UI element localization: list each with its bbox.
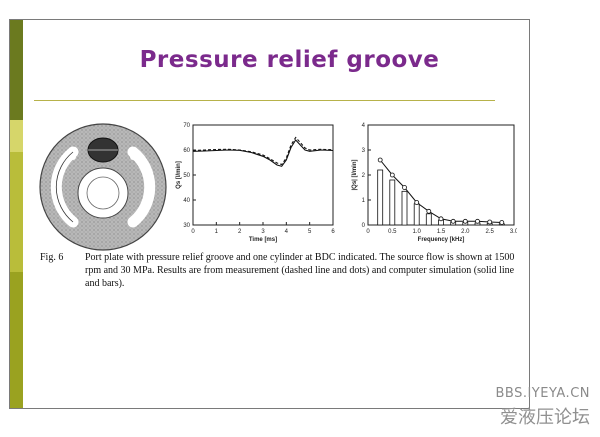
measured-spectrum-point	[438, 216, 444, 222]
simulated-series-line	[192, 139, 334, 167]
measured-spectrum-point	[499, 220, 505, 225]
y-tick-label: 1	[362, 198, 366, 204]
spectrum-bar	[413, 203, 420, 226]
y-tick-label: 40	[183, 198, 190, 204]
left-port-outline	[55, 151, 74, 223]
side-bar-segment	[10, 20, 23, 120]
y-tick-label: 2	[362, 173, 366, 179]
time-chart-frame	[192, 124, 334, 226]
x-tick-label: 6	[331, 229, 335, 235]
x-tick-label: 3.0	[510, 229, 517, 235]
x-tick-label: 4	[285, 229, 289, 235]
relief-groove-left	[70, 154, 76, 160]
spectrum-bar	[389, 179, 396, 226]
watermark: BBS.IYEYA.CN 爱液压论坛	[495, 386, 590, 429]
x-axis-label: Time [ms]	[249, 237, 277, 243]
measured-spectrum-point	[377, 157, 383, 163]
y-tick-label: 30	[183, 223, 190, 229]
figure-caption-text: Port plate with pressure relief groove a…	[85, 252, 515, 289]
y-axis-label: Qs [l/min]	[176, 161, 182, 189]
measured-spectrum-point	[426, 208, 432, 214]
spectrum-bar	[425, 213, 432, 226]
y-tick-label: 0	[362, 223, 366, 229]
measured-series-line	[192, 136, 334, 166]
relief-groove-right	[130, 154, 136, 160]
x-tick-label: 2.5	[485, 229, 494, 235]
y-tick-label: 60	[183, 148, 190, 154]
x-axis-label: Frequency [kHz]	[418, 237, 465, 243]
y-axis-label: |Qs| [l/min]	[352, 159, 358, 190]
x-tick-label: 2	[238, 229, 242, 235]
side-bar-segment	[10, 120, 23, 152]
measured-spectrum-line	[379, 159, 502, 223]
x-tick-label: 5	[308, 229, 312, 235]
figure-label: Fig. 6	[40, 252, 64, 263]
spectrum-bar	[401, 190, 408, 226]
side-bar-segment	[10, 152, 23, 272]
measured-spectrum-point	[389, 172, 395, 178]
x-tick-label: 0	[366, 229, 370, 235]
spectrum-bar	[377, 169, 384, 226]
measured-spectrum-point	[475, 218, 480, 224]
y-tick-label: 50	[183, 173, 190, 179]
x-tick-label: 0.5	[388, 229, 397, 235]
measured-spectrum-point	[450, 218, 456, 224]
x-tick-label: 1.0	[412, 229, 421, 235]
watermark-forum-name: 爱液压论坛	[500, 407, 590, 428]
measured-spectrum-point	[487, 219, 493, 225]
slide-side-bar	[10, 20, 23, 408]
measured-spectrum-point	[414, 200, 420, 205]
center-bore-inner	[86, 176, 120, 210]
y-tick-label: 3	[362, 148, 366, 154]
watermark-url: BBS.IYEYA.CN	[495, 386, 590, 401]
x-tick-label: 1	[215, 229, 219, 235]
x-tick-label: 0	[191, 229, 195, 235]
right-kidney-port	[127, 146, 156, 228]
slide-title: Pressure relief groove	[139, 47, 440, 73]
measured-spectrum-point	[402, 185, 407, 190]
x-tick-label: 3	[261, 229, 265, 235]
port-plate-diagram	[39, 123, 167, 251]
y-tick-label: 4	[362, 123, 366, 129]
side-bar-segment	[10, 272, 23, 408]
y-tick-label: 70	[183, 123, 190, 129]
measured-spectrum-point	[462, 218, 468, 224]
x-tick-label: 2.0	[461, 229, 470, 235]
title-divider	[34, 100, 495, 101]
x-tick-label: 1.5	[437, 229, 446, 235]
